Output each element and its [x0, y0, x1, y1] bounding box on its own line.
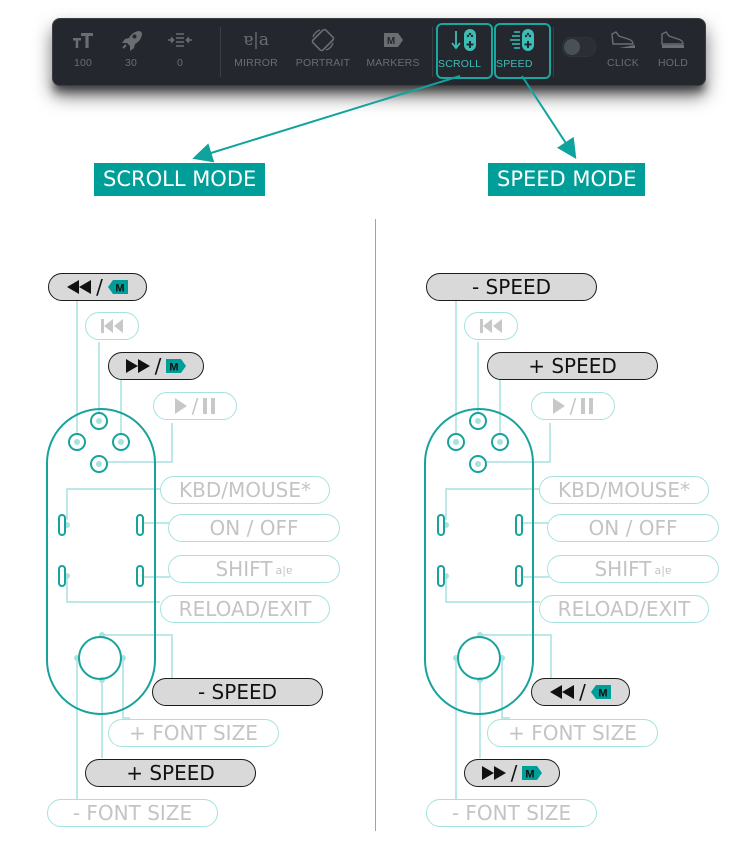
rocket-icon	[111, 29, 151, 51]
speed-minus-speed-label: - SPEED	[426, 273, 597, 301]
svg-text:M: M	[598, 688, 607, 700]
scroll-mode-button[interactable]: SCROLL	[436, 23, 493, 79]
svg-text:M: M	[115, 283, 124, 295]
speed-forward-marker-label: / M	[464, 759, 560, 787]
scroll-mode-title: SCROLL MODE	[94, 163, 266, 196]
margin-value: 0	[176, 57, 184, 69]
speed-skip-back-label	[464, 312, 518, 340]
hold-label: HOLD	[658, 57, 688, 69]
right-controller-diagram	[424, 301, 552, 808]
margin-indent-icon	[160, 29, 200, 51]
scroll-minus-speed-label: - SPEED	[152, 678, 323, 706]
speed-button[interactable]: 30	[111, 19, 151, 85]
click-button[interactable]: CLICK	[601, 19, 645, 85]
toolbar-separator	[432, 27, 433, 77]
marker-next-icon: M	[522, 766, 543, 781]
marker-next-icon: M	[166, 359, 187, 374]
scroll-label: SCROLL	[438, 58, 482, 70]
scroll-gamepad-icon	[438, 29, 491, 51]
speed-play-pause-label: /	[531, 392, 615, 420]
mirror-label: MIRROR	[234, 57, 278, 69]
play-icon	[174, 398, 187, 414]
pause-icon	[203, 398, 216, 414]
arrow-to-scroll-mode	[192, 75, 461, 163]
toolbar-separator	[553, 27, 554, 77]
pause-icon	[581, 398, 594, 414]
speed-plus-font-size-label: + FONT SIZE	[487, 719, 658, 747]
svg-text:M: M	[526, 769, 535, 781]
mode-divider	[375, 219, 376, 831]
mirror-button[interactable]: ɐ|a MIRROR	[231, 19, 281, 85]
scroll-skip-back-label	[85, 312, 139, 340]
speed-plus-speed-label: + SPEED	[487, 352, 658, 380]
scroll-plus-font-size-label: + FONT SIZE	[108, 719, 279, 747]
speed-on-off-label: ON / OFF	[547, 514, 719, 542]
scroll-reload-exit-label: RELOAD/EXIT	[160, 595, 330, 623]
rewind-icon	[67, 280, 92, 294]
speed-mode-title: SPEED MODE	[488, 163, 646, 196]
scroll-kbd-mouse-label: KBD/MOUSE*	[160, 476, 330, 504]
speed-kbd-mouse-label: KBD/MOUSE*	[539, 476, 709, 504]
rotate-icon	[291, 28, 355, 52]
speed-rewind-marker-label: / M	[531, 678, 630, 706]
fast-forward-icon	[481, 766, 506, 780]
play-icon	[552, 398, 565, 414]
speed-reload-exit-label: RELOAD/EXIT	[539, 595, 709, 623]
margin-button[interactable]: 0	[160, 19, 200, 85]
scroll-on-off-label: ON / OFF	[168, 514, 340, 542]
marker-prev-icon: M	[107, 280, 128, 295]
font-size-icon	[63, 29, 103, 51]
scroll-plus-speed-label: + SPEED	[85, 759, 256, 787]
scroll-rewind-marker-label: / M	[48, 273, 147, 301]
marker-icon: M	[363, 29, 423, 51]
scroll-minus-font-size-label: - FONT SIZE	[47, 799, 218, 827]
arrow-to-speed-mode	[521, 75, 577, 160]
rewind-icon	[550, 685, 575, 699]
marker-prev-icon: M	[590, 685, 611, 700]
toggle-knob	[564, 39, 580, 55]
portrait-label: PORTRAIT	[295, 57, 351, 69]
svg-text:M: M	[387, 36, 395, 47]
scroll-play-pause-label: /	[153, 392, 237, 420]
shoe-click-icon	[601, 29, 645, 51]
portrait-button[interactable]: PORTRAIT	[291, 19, 355, 85]
markers-label: MARKERS	[366, 57, 420, 69]
font-size-button[interactable]: 100	[63, 19, 103, 85]
hold-button[interactable]: HOLD	[651, 19, 695, 85]
speed-gamepad-icon	[496, 29, 549, 51]
toggle-switch[interactable]	[562, 37, 596, 57]
speed-label: SPEED	[496, 58, 533, 70]
click-label: CLICK	[607, 57, 639, 69]
font-size-value: 100	[73, 57, 93, 69]
skip-back-icon	[101, 319, 123, 333]
markers-button[interactable]: M MARKERS	[363, 19, 423, 85]
speed-value: 30	[124, 57, 138, 69]
toolbar: 100 30 0 ɐ|a MIRROR PORTRAIT M MARKERS	[52, 18, 706, 86]
shoe-hold-icon	[651, 29, 695, 51]
skip-back-icon	[480, 319, 502, 333]
fast-forward-icon	[125, 359, 150, 373]
scroll-forward-marker-label: / M	[108, 352, 204, 380]
speed-minus-font-size-label: - FONT SIZE	[426, 799, 597, 827]
mirror-icon: ɐ|a	[243, 30, 269, 50]
left-controller-diagram	[46, 301, 173, 808]
toolbar-separator	[220, 27, 221, 77]
svg-text:M: M	[170, 362, 179, 374]
